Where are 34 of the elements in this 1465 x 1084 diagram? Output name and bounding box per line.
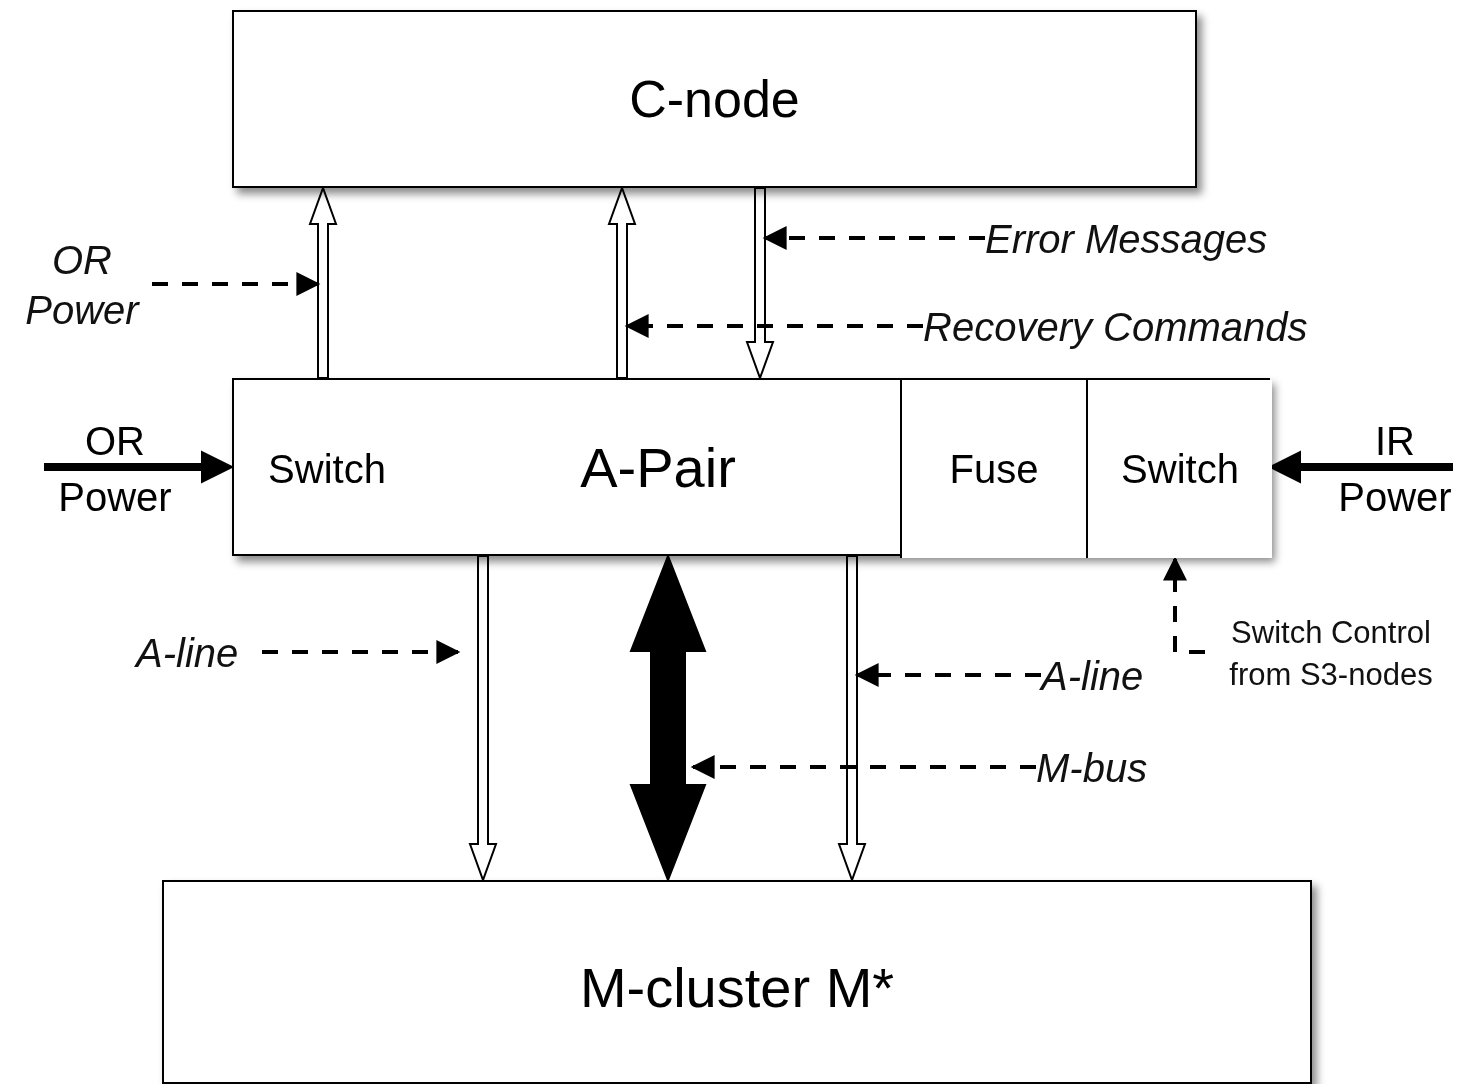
hollow-arrow [607, 185, 637, 379]
solid-arrow [629, 553, 707, 883]
component-box [900, 380, 1086, 558]
annotation-label: Switch Control from S3-nodes [1205, 612, 1457, 696]
process-box [162, 880, 1312, 1084]
hollow-arrow [745, 187, 775, 381]
box-label: Fuse [948, 446, 1040, 492]
process-box [232, 378, 1270, 556]
box-label: M-cluster M* [578, 954, 896, 1020]
solid-arrow [44, 450, 235, 484]
component-box [1086, 380, 1272, 558]
leader-arrow [262, 640, 461, 664]
edge-label: OR Power [57, 418, 173, 521]
leader-arrow [624, 314, 923, 338]
leader-arrow [762, 226, 985, 250]
edge-label: IR Power [1337, 418, 1453, 521]
leader-arrow [152, 272, 321, 296]
hollow-arrow [837, 555, 867, 883]
leader-arrow [690, 755, 1036, 779]
box-label: A-Pair [579, 434, 737, 500]
box-label: C-node [628, 69, 801, 129]
leader-arrow [854, 663, 1041, 687]
leader-arrow [1163, 556, 1205, 654]
hollow-arrow [468, 555, 498, 883]
annotation-label: A-line [136, 628, 262, 678]
annotation-label: A-line [1041, 651, 1167, 701]
annotation-label: Recovery Commands [923, 302, 1378, 352]
annotation-label: Error Messages [985, 214, 1325, 264]
annotation-label: OR Power [12, 232, 152, 338]
annotation-label: M-bus [1036, 743, 1172, 793]
box-label: Switch [267, 446, 387, 492]
process-box [232, 10, 1197, 188]
hollow-arrow [308, 185, 338, 379]
box-label: Switch [1120, 446, 1240, 492]
